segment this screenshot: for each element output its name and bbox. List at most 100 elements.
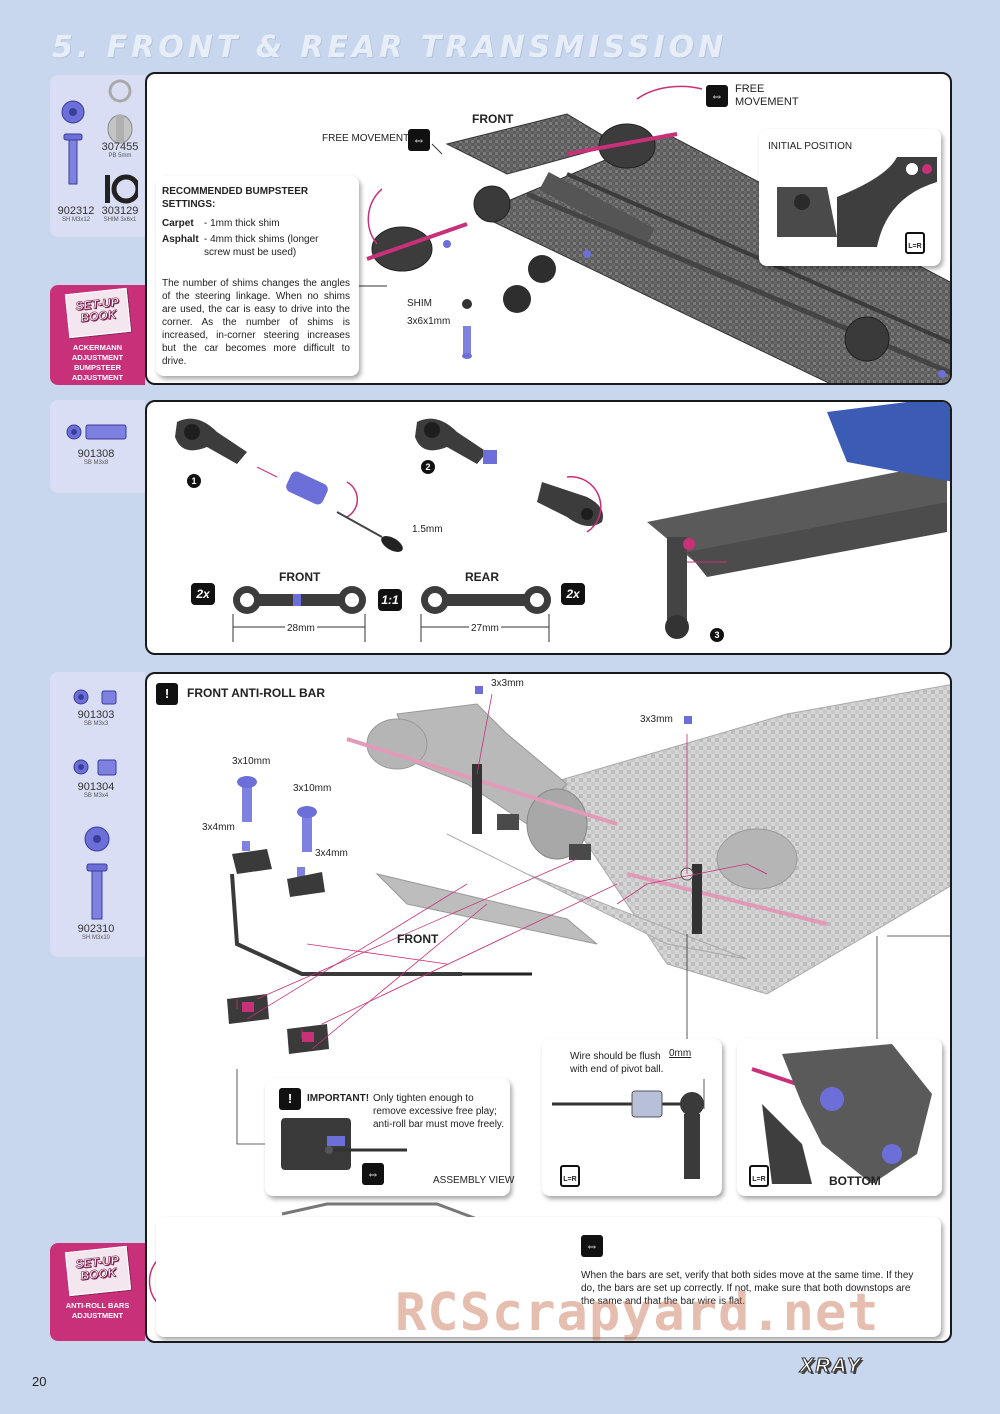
watermark: RCScrapyard.net <box>395 1283 880 1343</box>
part-desc: SB M3x8 <box>83 460 109 466</box>
front-length-label: 28mm <box>285 623 317 634</box>
panel-steering: FREE MOVEMENT ⇔ ⇔ FREE MOVEMENT FRONT IN… <box>145 72 952 385</box>
part-902312: 902312 SH M3x12 <box>52 205 100 223</box>
step-1-marker: 1 <box>187 474 201 488</box>
part-number: 901304 <box>77 781 115 793</box>
front-rod-label: FRONT <box>279 570 321 584</box>
size-3x3-label: 3x3mm <box>640 714 673 725</box>
linkage-illustration <box>175 402 950 642</box>
part-desc: SB M3x3 <box>83 721 109 727</box>
set-screw-icon <box>73 759 117 776</box>
part-number: 902310 <box>77 923 115 935</box>
setup-book-badge-2[interactable]: SET-UP BOOK ANTI-ROLL BARS ADJUSTMENT <box>50 1243 145 1341</box>
lr-symmetric-icon: L=R <box>749 1165 769 1187</box>
warning-icon: ! <box>156 683 178 705</box>
free-movement-icon: ⇔ <box>362 1163 384 1185</box>
assembly-view-illustration <box>281 1118 407 1170</box>
brand-logo: XRAY <box>799 1355 863 1378</box>
initial-position-label: INITIAL POSITION <box>768 141 853 152</box>
important-callout: ! IMPORTANT! Only tighten enough to remo… <box>265 1078 514 1196</box>
front-label: FRONT <box>472 112 514 126</box>
setup-book-icon: SET-UP BOOK <box>64 1245 131 1297</box>
step-3-marker: 3 <box>710 628 724 642</box>
lr-symmetric-icon: L=R <box>560 1165 580 1187</box>
part-902310: 902310 SH M3x10 <box>72 923 120 941</box>
chassis-illustration <box>355 85 950 383</box>
part-number: 901308 <box>77 448 115 460</box>
size-3x3-label: 3x3mm <box>491 678 524 689</box>
part-desc: SHIM 3x6x1 <box>103 217 137 223</box>
important-heading: IMPORTANT! <box>307 1093 370 1104</box>
free-movement-icon: ⇔ <box>408 129 430 151</box>
part-number: 901303 <box>77 709 115 721</box>
part-desc: SH M3x10 <box>81 935 110 941</box>
initial-position-callout: INITIAL POSITION L=R <box>759 129 941 266</box>
part-303129: 303129 SHIM 3x6x1 <box>96 205 144 223</box>
free-movement-label-right: FREE MOVEMENT <box>735 83 799 108</box>
bumpsteer-body: The number of shims changes the angles o… <box>162 278 350 367</box>
part-number: 303129 <box>101 205 139 217</box>
part-307455: 307455 PB 5mm <box>96 141 144 159</box>
important-text: Only tighten enough to remove excessive … <box>373 1093 504 1130</box>
qty-right-tag: 2x <box>561 583 585 605</box>
bottom-view-callout: L=R BOTTOM <box>737 1039 942 1196</box>
size-3x10-label: 3x10mm <box>232 756 271 767</box>
bumpsteer-heading: RECOMMENDED BUMPSTEER SETTINGS: <box>162 186 309 210</box>
free-movement-icon: ⇔ <box>581 1235 603 1257</box>
asphalt-label: Asphalt <box>162 234 199 245</box>
warning-icon: ! <box>279 1088 301 1110</box>
size-3x4-label: 3x4mm <box>315 848 348 859</box>
screw-icon <box>84 826 110 920</box>
assembly-view-label: ASSEMBLY VIEW <box>433 1175 515 1186</box>
parts-column-2: 901308 SB M3x8 <box>50 400 145 493</box>
part-901303: 901303 SB M3x3 <box>72 709 120 727</box>
part-desc: SB M3x4 <box>83 793 109 799</box>
size-3x10-label: 3x10mm <box>293 783 332 794</box>
part-desc: PB 5mm <box>108 153 132 159</box>
page-number: 20 <box>32 1374 47 1389</box>
screw-icon <box>61 100 85 185</box>
pivot-ball-illustration <box>552 1079 705 1179</box>
lr-symmetric-icon: L=R <box>905 232 925 254</box>
rear-length-label: 27mm <box>469 623 501 634</box>
parts-column-3: 901303 SB M3x3 901304 SB M3x4 902310 SH … <box>50 672 145 957</box>
carpet-value: - 1mm thick shim <box>204 218 280 229</box>
set-screw-icon <box>66 424 127 440</box>
front-label: FRONT <box>397 932 439 946</box>
step-2-marker: 2 <box>421 460 435 474</box>
setup-book-icon: SET-UP BOOK <box>64 287 131 339</box>
part-number: 307455 <box>101 141 139 153</box>
setup-book-badge-1[interactable]: SET-UP BOOK ACKERMANN ADJUSTMENT BUMPSTE… <box>50 285 145 385</box>
bottom-view-illustration <box>751 1044 932 1184</box>
rear-rod <box>421 586 551 614</box>
part-number: 902312 <box>57 205 95 217</box>
free-movement-icon: ⇔ <box>706 85 728 107</box>
tool-size-label: 1.5mm <box>412 524 443 535</box>
shim-label: SHIM <box>407 298 432 309</box>
panel-linkage: 1 2 3 1.5mm FRONT REAR 2x 1:1 2x 28mm 27… <box>145 400 952 655</box>
rear-rod-label: REAR <box>465 570 500 584</box>
section-title: 5. FRONT & REAR TRANSMISSION <box>52 30 728 65</box>
part-desc: SH M3x12 <box>61 217 90 223</box>
front-rod <box>233 586 366 614</box>
free-movement-label-left: FREE MOVEMENT <box>322 133 410 144</box>
flush-callout: Wire should be flush with end of pivot b… <box>542 1039 722 1196</box>
shim-icon <box>105 174 138 204</box>
flush-note: Wire should be flush with end of pivot b… <box>570 1051 664 1075</box>
set-screw-icon <box>73 689 117 705</box>
shim-size-label: 3x6x1mm <box>407 316 451 327</box>
part-901308: 901308 SB M3x8 <box>72 448 120 466</box>
qty-left-tag: 2x <box>191 583 215 605</box>
asphalt-value: - 4mm thick shims (longer screw must be … <box>204 234 319 258</box>
setup-book-label: ANTI-ROLL BARS ADJUSTMENT <box>65 1301 130 1320</box>
setup-book-label: ACKERMANN ADJUSTMENT BUMPSTEER ADJUSTMEN… <box>71 343 124 382</box>
verification-note: When the bars are set, verify that both … <box>581 1270 914 1307</box>
ratio-tag: 1:1 <box>378 589 402 611</box>
carpet-label: Carpet <box>162 218 194 229</box>
panel-anti-roll-bar: ! FRONT ANTI-ROLL BAR 3x3mm 3x3mm 3x10mm… <box>145 672 952 1343</box>
pivot-ball-icon <box>107 79 133 144</box>
anti-roll-bar-heading: FRONT ANTI-ROLL BAR <box>187 686 325 700</box>
part-901304: 901304 SB M3x4 <box>72 781 120 799</box>
bumpsteer-callout: RECOMMENDED BUMPSTEER SETTINGS: Carpet -… <box>156 176 359 376</box>
